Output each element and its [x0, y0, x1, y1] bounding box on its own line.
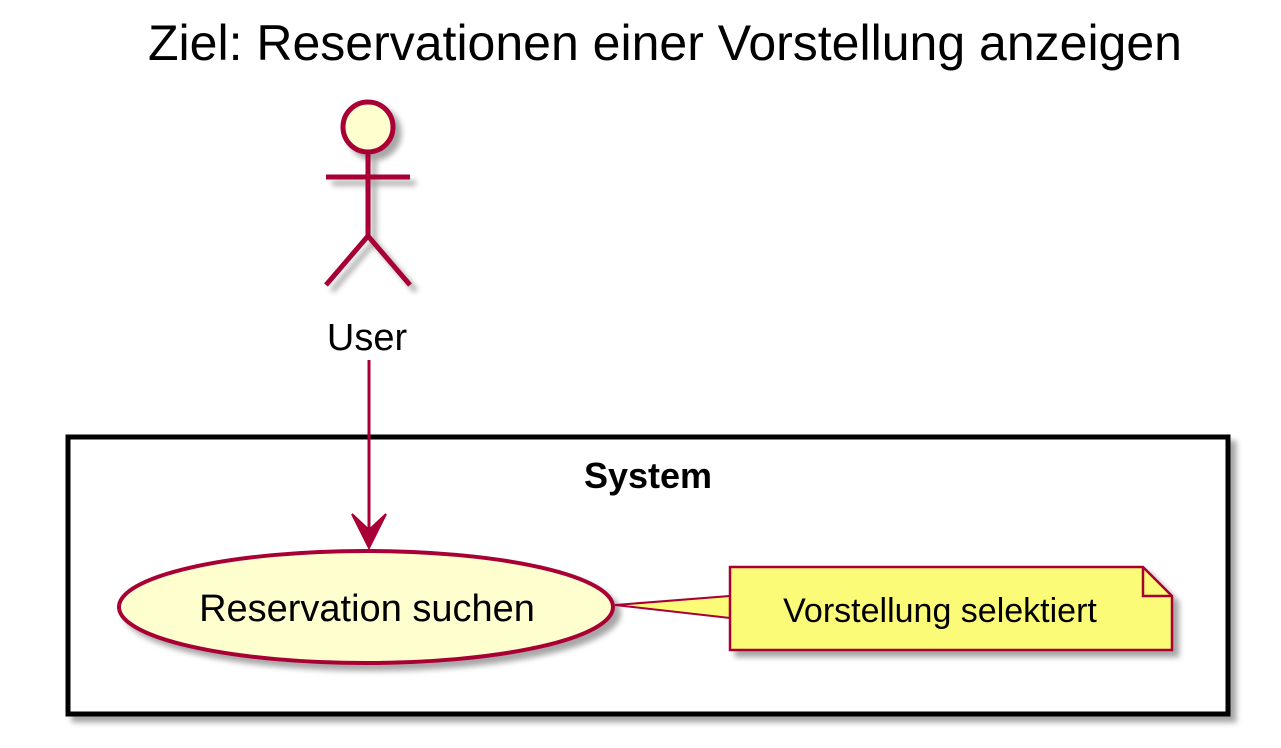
use-case-label: Reservation suchen	[199, 588, 535, 630]
actor-right-leg	[366, 234, 412, 287]
actor-left-leg	[324, 234, 370, 287]
note-folded-corner-icon	[1141, 567, 1172, 598]
arrowhead-icon	[351, 513, 387, 551]
actor-label: User	[327, 317, 408, 359]
stick-figure-icon	[324, 99, 412, 287]
use-case-ellipse	[117, 549, 615, 665]
actor-head	[340, 99, 396, 155]
diagram-title: Ziel: Reservationen einer Vorstellung an…	[148, 15, 1182, 71]
system-label: System	[584, 455, 712, 496]
note-label: Vorstellung selektiert	[783, 592, 1097, 630]
note-shape	[728, 565, 1174, 652]
